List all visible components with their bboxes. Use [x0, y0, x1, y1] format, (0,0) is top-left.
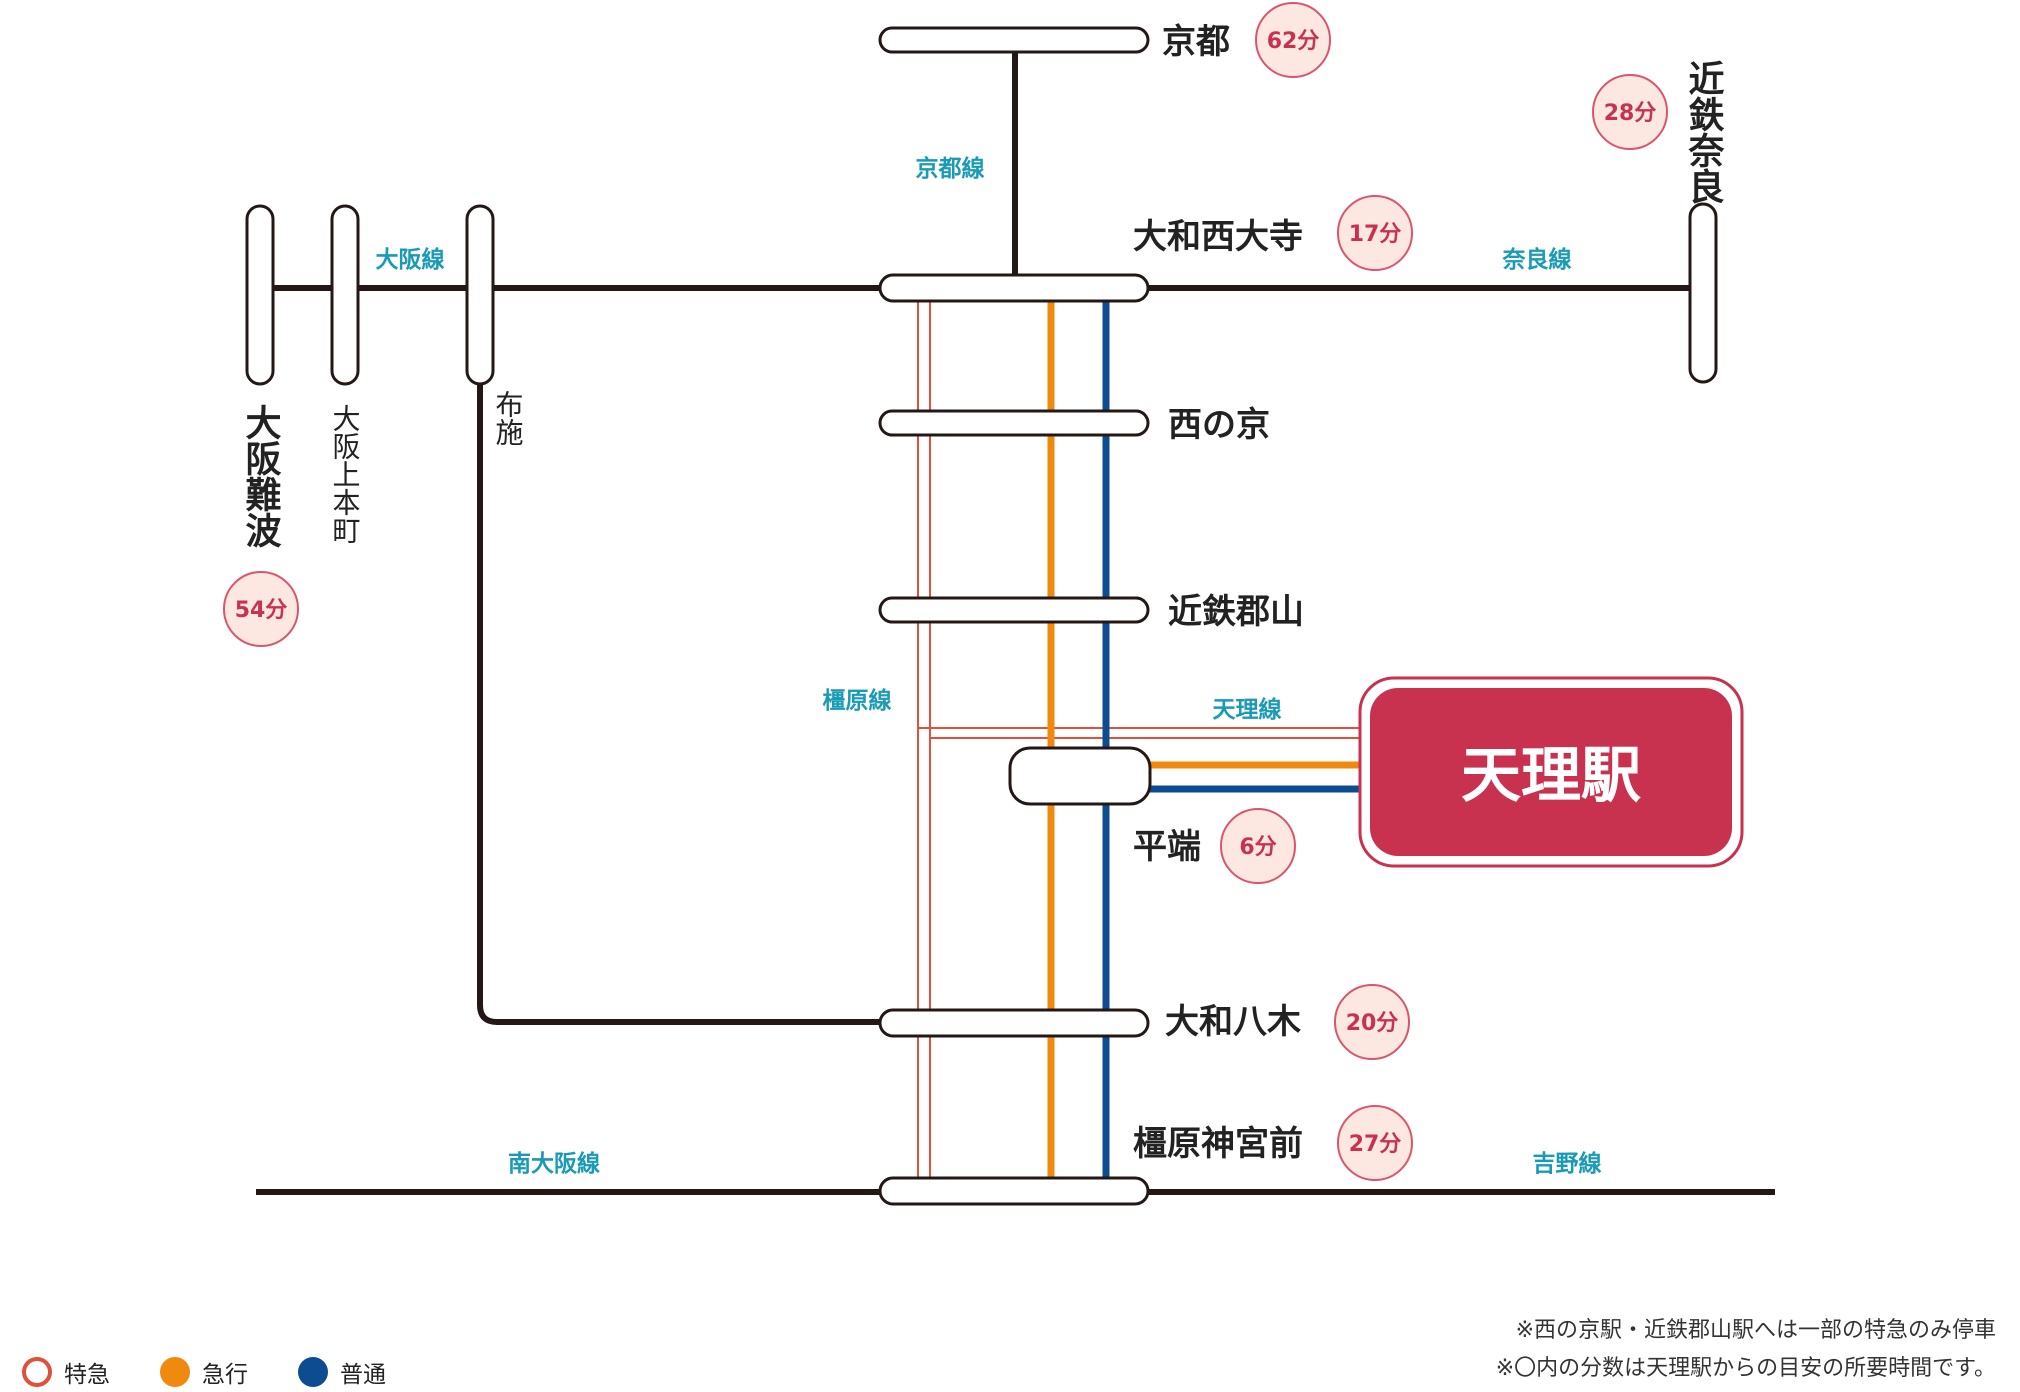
yamato-yagi-station-name: 大和八木	[1165, 1002, 1301, 1042]
yoshino-line-label: 吉野線	[1533, 1150, 1602, 1177]
nara-line-label: 奈良線	[1502, 246, 1572, 273]
legend-label: 普通	[340, 1362, 386, 1388]
kyoto-time-text: 62分	[1267, 29, 1320, 54]
limited-express-tenri-branch	[918, 727, 1370, 739]
osaka-line-label: 大阪線	[376, 246, 445, 273]
yamato-saidaiji-station-bar[interactable]	[878, 273, 1150, 303]
yamato-saidaiji-time-text: 17分	[1349, 222, 1402, 247]
fuse-station-bar[interactable]	[465, 204, 495, 386]
kyoto-line-label: 京都線	[916, 155, 985, 182]
nishinokyo-station-bar[interactable]	[878, 409, 1150, 437]
hirahata-time-badge: 6分	[1220, 808, 1296, 884]
minami-osaka-line-label: 南大阪線	[508, 1150, 600, 1177]
kashiharajingu-mae-station-bar[interactable]	[878, 1176, 1150, 1206]
kintetsu-koriyama-station-name: 近鉄郡山	[1168, 592, 1304, 632]
local-dot-icon	[298, 1357, 328, 1387]
kyoto-time-circle	[1255, 2, 1331, 78]
tenri-station-name: 天理駅	[1461, 741, 1641, 811]
footnotes: ※西の京駅・近鉄郡山駅へは一部の特急のみ停車 ※〇内の分数は天理駅からの目安の所…	[1496, 1312, 1996, 1388]
kashiharajingu-mae-station-name: 橿原神宮前	[1133, 1124, 1303, 1164]
osaka-namba-time-circle	[223, 571, 299, 647]
station-bars	[245, 26, 1718, 1206]
hirahata-station-name: 平端	[1133, 827, 1201, 867]
travel-time-badges: 62分 17分 28分 54分 6分 20分 27分	[223, 2, 1668, 1181]
yamato-saidaiji-time-badge: 17分	[1337, 195, 1413, 271]
kintetsu-koriyama-station-bar[interactable]	[878, 596, 1150, 624]
line-labels: 京都線 大阪線 奈良線 橿原線 天理線 南大阪線 吉野線	[376, 155, 1602, 1177]
kintetsu-nara-station-name: 近鉄奈良	[1683, 60, 1726, 205]
footnote-stops: ※西の京駅・近鉄郡山駅へは一部の特急のみ停車	[1515, 1318, 1996, 1343]
kashiharajingu-mae-time-text: 27分	[1349, 1132, 1402, 1157]
nishinokyo-station-name: 西の京	[1168, 405, 1270, 445]
fuse-station-name: 布施	[492, 390, 525, 446]
osaka-namba-station-bar[interactable]	[245, 204, 275, 386]
hirahata-time-circle	[1220, 808, 1296, 884]
yamato-yagi-time-text: 20分	[1346, 1011, 1399, 1036]
osaka-namba-time-text: 54分	[235, 598, 288, 623]
kashiharajingu-mae-time-circle	[1337, 1105, 1413, 1181]
osaka-uehommachi-station-name: 大阪上本町	[329, 404, 362, 544]
yamato-yagi-station-bar[interactable]	[878, 1008, 1150, 1038]
yamato-yagi-time-badge: 20分	[1334, 984, 1410, 1060]
station-names: 京都 大和西大寺 西の京 近鉄郡山 平端 大和八木 橿原神宮前 近鉄奈良 大阪難…	[240, 22, 1726, 1164]
kyoto-station-name: 京都	[1162, 22, 1230, 62]
tenri-box-fill	[1370, 688, 1732, 856]
express-dot-icon	[160, 1357, 190, 1387]
yamato-yagi-time-circle	[1334, 984, 1410, 1060]
osaka-namba-station-name: 大阪難波	[240, 404, 282, 548]
limited-express-ring-icon	[22, 1357, 52, 1387]
legend-item-express: 急行	[160, 1355, 248, 1389]
legend-label: 急行	[202, 1362, 248, 1388]
yamato-saidaiji-station-name: 大和西大寺	[1133, 217, 1303, 257]
kintetsu-nara-time-text: 28分	[1604, 101, 1657, 126]
footnote-times: ※〇内の分数は天理駅からの目安の所要時間です。	[1495, 1356, 1996, 1381]
kintetsu-nara-time-circle	[1592, 74, 1668, 150]
tenri-station-box[interactable]: 天理駅	[1358, 676, 1744, 868]
yamato-saidaiji-time-circle	[1337, 195, 1413, 271]
osaka-uehommachi-station-bar[interactable]	[330, 204, 360, 386]
tenri-line-label: 天理線	[1213, 696, 1282, 723]
kintetsu-nara-time-badge: 28分	[1592, 74, 1668, 150]
osaka-line-track	[477, 378, 900, 1025]
kintetsu-nara-station-bar[interactable]	[1688, 202, 1718, 384]
legend-item-limited-express: 特急	[22, 1355, 110, 1389]
hirahata-time-text: 6分	[1239, 835, 1276, 860]
kyoto-station-bar[interactable]	[878, 26, 1150, 54]
kyoto-time-badge: 62分	[1255, 2, 1331, 78]
service-legend: 特急 急行 普通	[22, 1352, 436, 1392]
osaka-namba-time-badge: 54分	[223, 571, 299, 647]
kashihara-line-label: 橿原線	[823, 687, 892, 714]
kashiharajingu-mae-time-badge: 27分	[1337, 1105, 1413, 1181]
hirahata-station-bar[interactable]	[1008, 746, 1152, 806]
legend-label: 特急	[64, 1362, 110, 1388]
legend-item-local: 普通	[298, 1355, 386, 1389]
